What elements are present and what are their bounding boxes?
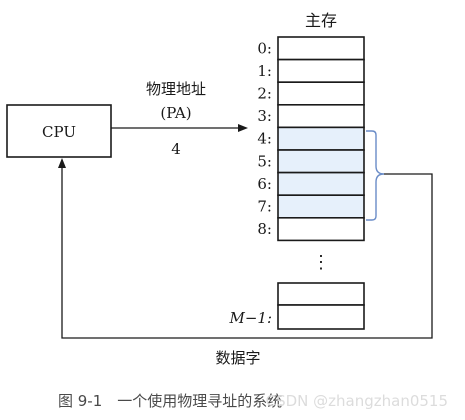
cpu-box xyxy=(6,104,112,158)
physical-address-abbrev: (PA) xyxy=(160,104,191,122)
csdn-watermark: CSDN @zhangzhan0515 xyxy=(266,392,448,410)
address-label-8: 8: xyxy=(257,220,272,238)
address-label-0: 0: xyxy=(257,39,272,57)
memory-cell-2 xyxy=(277,81,365,106)
address-label-7: 7: xyxy=(257,197,272,215)
physical-address-title: 物理地址 xyxy=(146,80,206,98)
main-memory-title: 主存 xyxy=(305,11,337,30)
data-word-bracket xyxy=(366,130,385,221)
address-labels: 0: 1: 2: 3: 4: 5: 6: 7: 8: xyxy=(257,39,272,238)
memory-ellipsis: ⋮ xyxy=(312,252,330,273)
memory-cell-7 xyxy=(277,194,365,219)
memory-cell-last-top xyxy=(277,282,365,306)
data-word-arrow-head xyxy=(58,158,66,168)
memory-cell-0 xyxy=(277,36,365,61)
memory-cell-5 xyxy=(277,149,365,174)
memory-cell-m-minus-1 xyxy=(277,304,365,330)
figure-caption: 图 9-1 一个使用物理寻址的系统 xyxy=(58,392,282,410)
address-label-m-minus-1: M−1: xyxy=(228,309,272,327)
address-label-1: 1: xyxy=(257,62,272,80)
data-word-label: 数据字 xyxy=(215,349,260,367)
memory-cells xyxy=(277,36,365,242)
physical-address-value: 4 xyxy=(171,140,181,158)
cpu-label: CPU xyxy=(42,123,76,141)
memory-cell-6 xyxy=(277,171,365,197)
memory-cell-4 xyxy=(277,126,365,151)
memory-cell-8 xyxy=(277,217,365,242)
address-label-3: 3: xyxy=(257,107,272,125)
address-label-6: 6: xyxy=(257,175,272,193)
data-word-path xyxy=(61,166,433,339)
address-label-4: 4: xyxy=(257,130,272,148)
address-label-5: 5: xyxy=(257,152,272,170)
address-label-2: 2: xyxy=(257,84,272,102)
memory-cell-3 xyxy=(277,104,365,129)
address-arrow-head xyxy=(238,124,248,132)
memory-cell-1 xyxy=(277,58,365,83)
